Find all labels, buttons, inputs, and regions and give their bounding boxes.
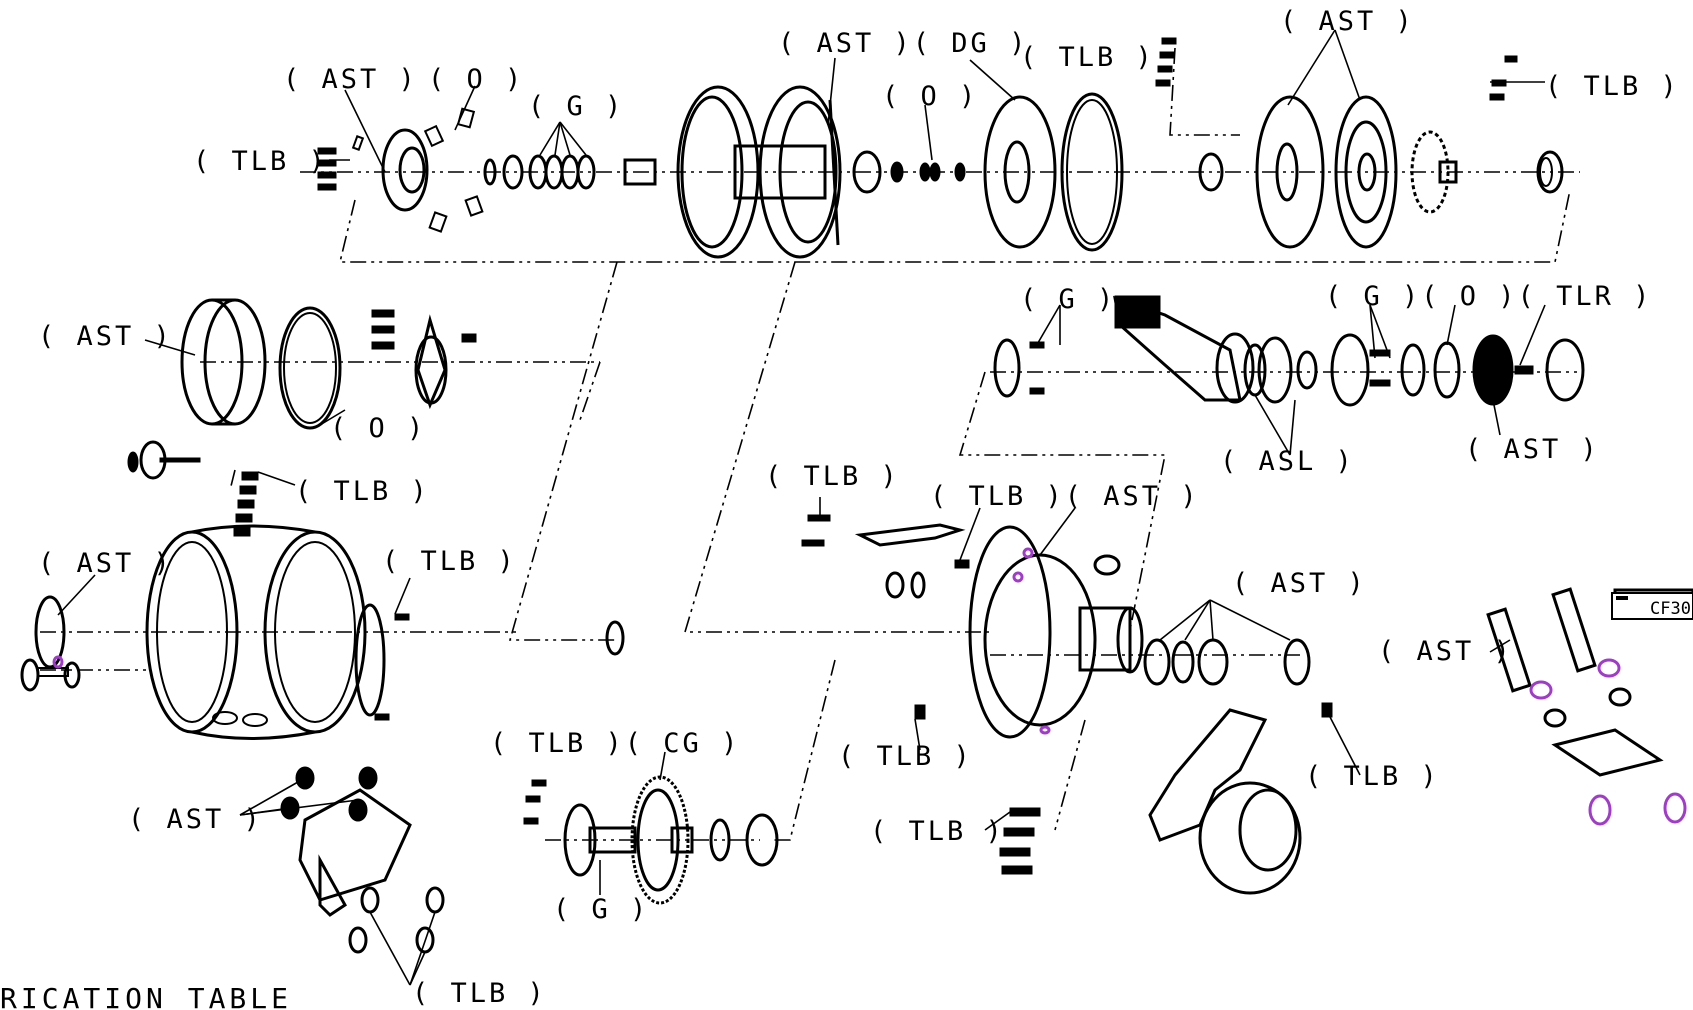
left-screws [233, 471, 259, 537]
drawing-number: CF30 [1650, 599, 1691, 619]
brake-ring [1060, 92, 1124, 252]
callout-label: ( G ) [553, 894, 649, 925]
leaders [57, 29, 1546, 986]
callout-label: ( AST ) [1378, 636, 1513, 667]
callout-label: ( TLB ) [412, 978, 547, 1009]
top-right-screws [1155, 37, 1177, 87]
bearing-stack [483, 154, 596, 190]
callout-label: ( TLB ) [1305, 761, 1440, 792]
small-knob-left [20, 595, 81, 692]
left-housing [127, 298, 477, 480]
callout-label: ( TLB ) [765, 461, 900, 492]
reel-frame [145, 524, 410, 740]
callout-label: ( AST ) [38, 321, 173, 352]
callout-label: ( AST )( DG ) [778, 28, 1028, 59]
callout-label: ( TLB ) [838, 741, 973, 772]
spool [623, 85, 842, 259]
callout-label: ( G ) [1020, 284, 1116, 315]
main-gear-top [1410, 55, 1564, 214]
callout-label: ( AST ) [283, 64, 418, 95]
callout-label: ( O ) [330, 413, 426, 444]
callout-label: ( TLB )( AST ) [930, 481, 1200, 512]
side-plate-cap [317, 107, 484, 233]
drag-washer [983, 95, 1057, 249]
callout-label: ( O ) [882, 81, 978, 112]
clicker-parts [801, 514, 970, 599]
callout-label: ( TLB ) [1545, 71, 1680, 102]
callout-label: ( AST ) [1232, 568, 1367, 599]
callout-label: ( ASL ) [1220, 446, 1355, 477]
handle-lower [999, 708, 1302, 895]
drawing-number-stamp: CF30 [1611, 592, 1693, 620]
callout-label: ( O ) [428, 64, 524, 95]
drag-discs [1198, 95, 1398, 249]
handle-upper [993, 295, 1585, 407]
reel-foot [280, 766, 445, 954]
callout-label: ( AST ) [38, 548, 173, 579]
lubrication-table-title: RICATION TABLE [0, 982, 292, 1010]
callout-label: ( TLB )( CG ) [490, 728, 740, 759]
callout-label: ( TLB ) [870, 816, 1005, 847]
callout-label: ( TLB ) [295, 476, 430, 507]
callout-label: ( AST ) [1465, 434, 1600, 465]
callout-label: ( AST ) [1280, 6, 1415, 37]
callout-label: ( TLB ) [1020, 42, 1155, 73]
callout-label: ( TLB ) [193, 146, 328, 177]
callout-labels: ( AST )( DG ) ( TLB ) ( AST ) ( AST ) ( … [38, 6, 1680, 1009]
callout-label: ( G ) [528, 91, 624, 122]
callout-label: ( AST ) [128, 804, 263, 835]
callout-label: ( TLB ) [382, 546, 517, 577]
parts [20, 37, 1693, 954]
clip-ring [605, 620, 625, 656]
callout-label: ( G )( O )( TLR ) [1325, 281, 1652, 312]
rod-clamp [1486, 587, 1693, 826]
small-rings [852, 150, 966, 194]
